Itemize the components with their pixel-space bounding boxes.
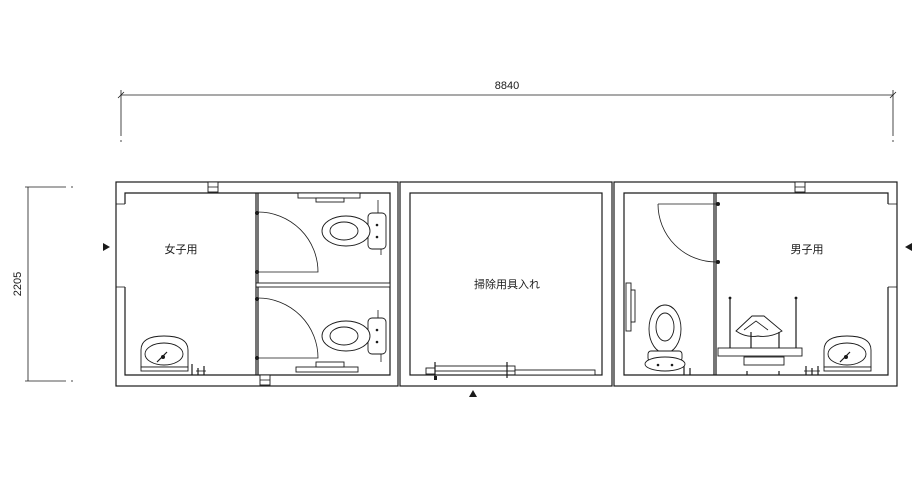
mens-fixtures-small — [804, 366, 820, 375]
womens-toilet-1 — [321, 200, 387, 255]
mens-washbasin — [823, 335, 872, 372]
womens-unit: 女子用 — [115, 181, 399, 387]
mens-unit: 男子用 — [613, 181, 898, 387]
womens-washbasin — [140, 335, 189, 372]
mens-entrance-arrow-icon — [905, 243, 912, 251]
width-dimension-label: 8840 — [495, 80, 519, 92]
storage-unit: 掃除用具入れ — [399, 181, 613, 387]
womens-fixtures-small — [191, 364, 206, 375]
storage-room-label: 掃除用具入れ — [474, 277, 540, 291]
storage-sliding-door — [425, 362, 596, 380]
mens-toilet — [644, 304, 691, 375]
mens-room-label: 男子用 — [791, 243, 824, 256]
mens-grab-bar — [625, 282, 636, 332]
height-dimension-label: 2205 — [12, 272, 24, 296]
height-dimension: 2205 — [12, 186, 73, 382]
storage-entrance-arrow-icon — [469, 390, 477, 397]
womens-stall-2-door — [257, 297, 319, 359]
womens-room-label: 女子用 — [165, 242, 198, 256]
mens-stall-door — [657, 203, 717, 263]
womens-grab-bar-top — [297, 192, 361, 203]
womens-grab-bar-bottom — [295, 361, 359, 373]
womens-entrance-arrow-icon — [103, 243, 110, 251]
width-dimension: 8840 — [117, 80, 897, 142]
womens-stall-divider — [255, 282, 391, 288]
womens-toilet-2 — [321, 310, 387, 362]
womens-stall-1-door — [257, 211, 319, 273]
mens-urinal — [717, 296, 803, 375]
